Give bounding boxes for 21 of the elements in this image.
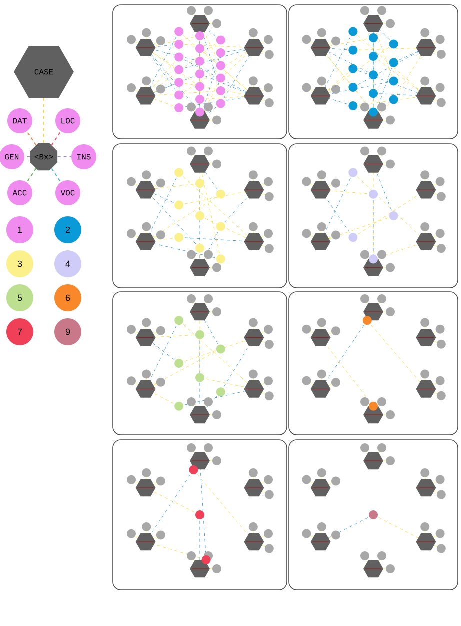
circle-node: DAT xyxy=(8,108,32,134)
circle-node: ACC xyxy=(8,180,32,206)
network-drawing xyxy=(288,292,458,436)
circle-node: LOC xyxy=(56,108,80,134)
circle-node: VOC xyxy=(56,180,80,206)
connector-line xyxy=(51,131,62,146)
connector-line xyxy=(51,168,62,183)
network-drawing xyxy=(288,144,458,288)
connector-line xyxy=(24,156,31,158)
circle-node: INS xyxy=(72,144,96,170)
network-drawing xyxy=(288,440,458,590)
network-drawing xyxy=(112,4,288,140)
network-drawing xyxy=(112,292,288,436)
network-drawing xyxy=(112,144,288,288)
connector-line xyxy=(26,168,37,183)
connector-line xyxy=(57,156,72,158)
network-drawing xyxy=(112,440,288,590)
connector-line xyxy=(26,131,37,146)
octagon-node: <Bx> xyxy=(30,143,58,171)
hexagon-node: CASE xyxy=(14,46,74,98)
network-drawing xyxy=(288,4,458,140)
